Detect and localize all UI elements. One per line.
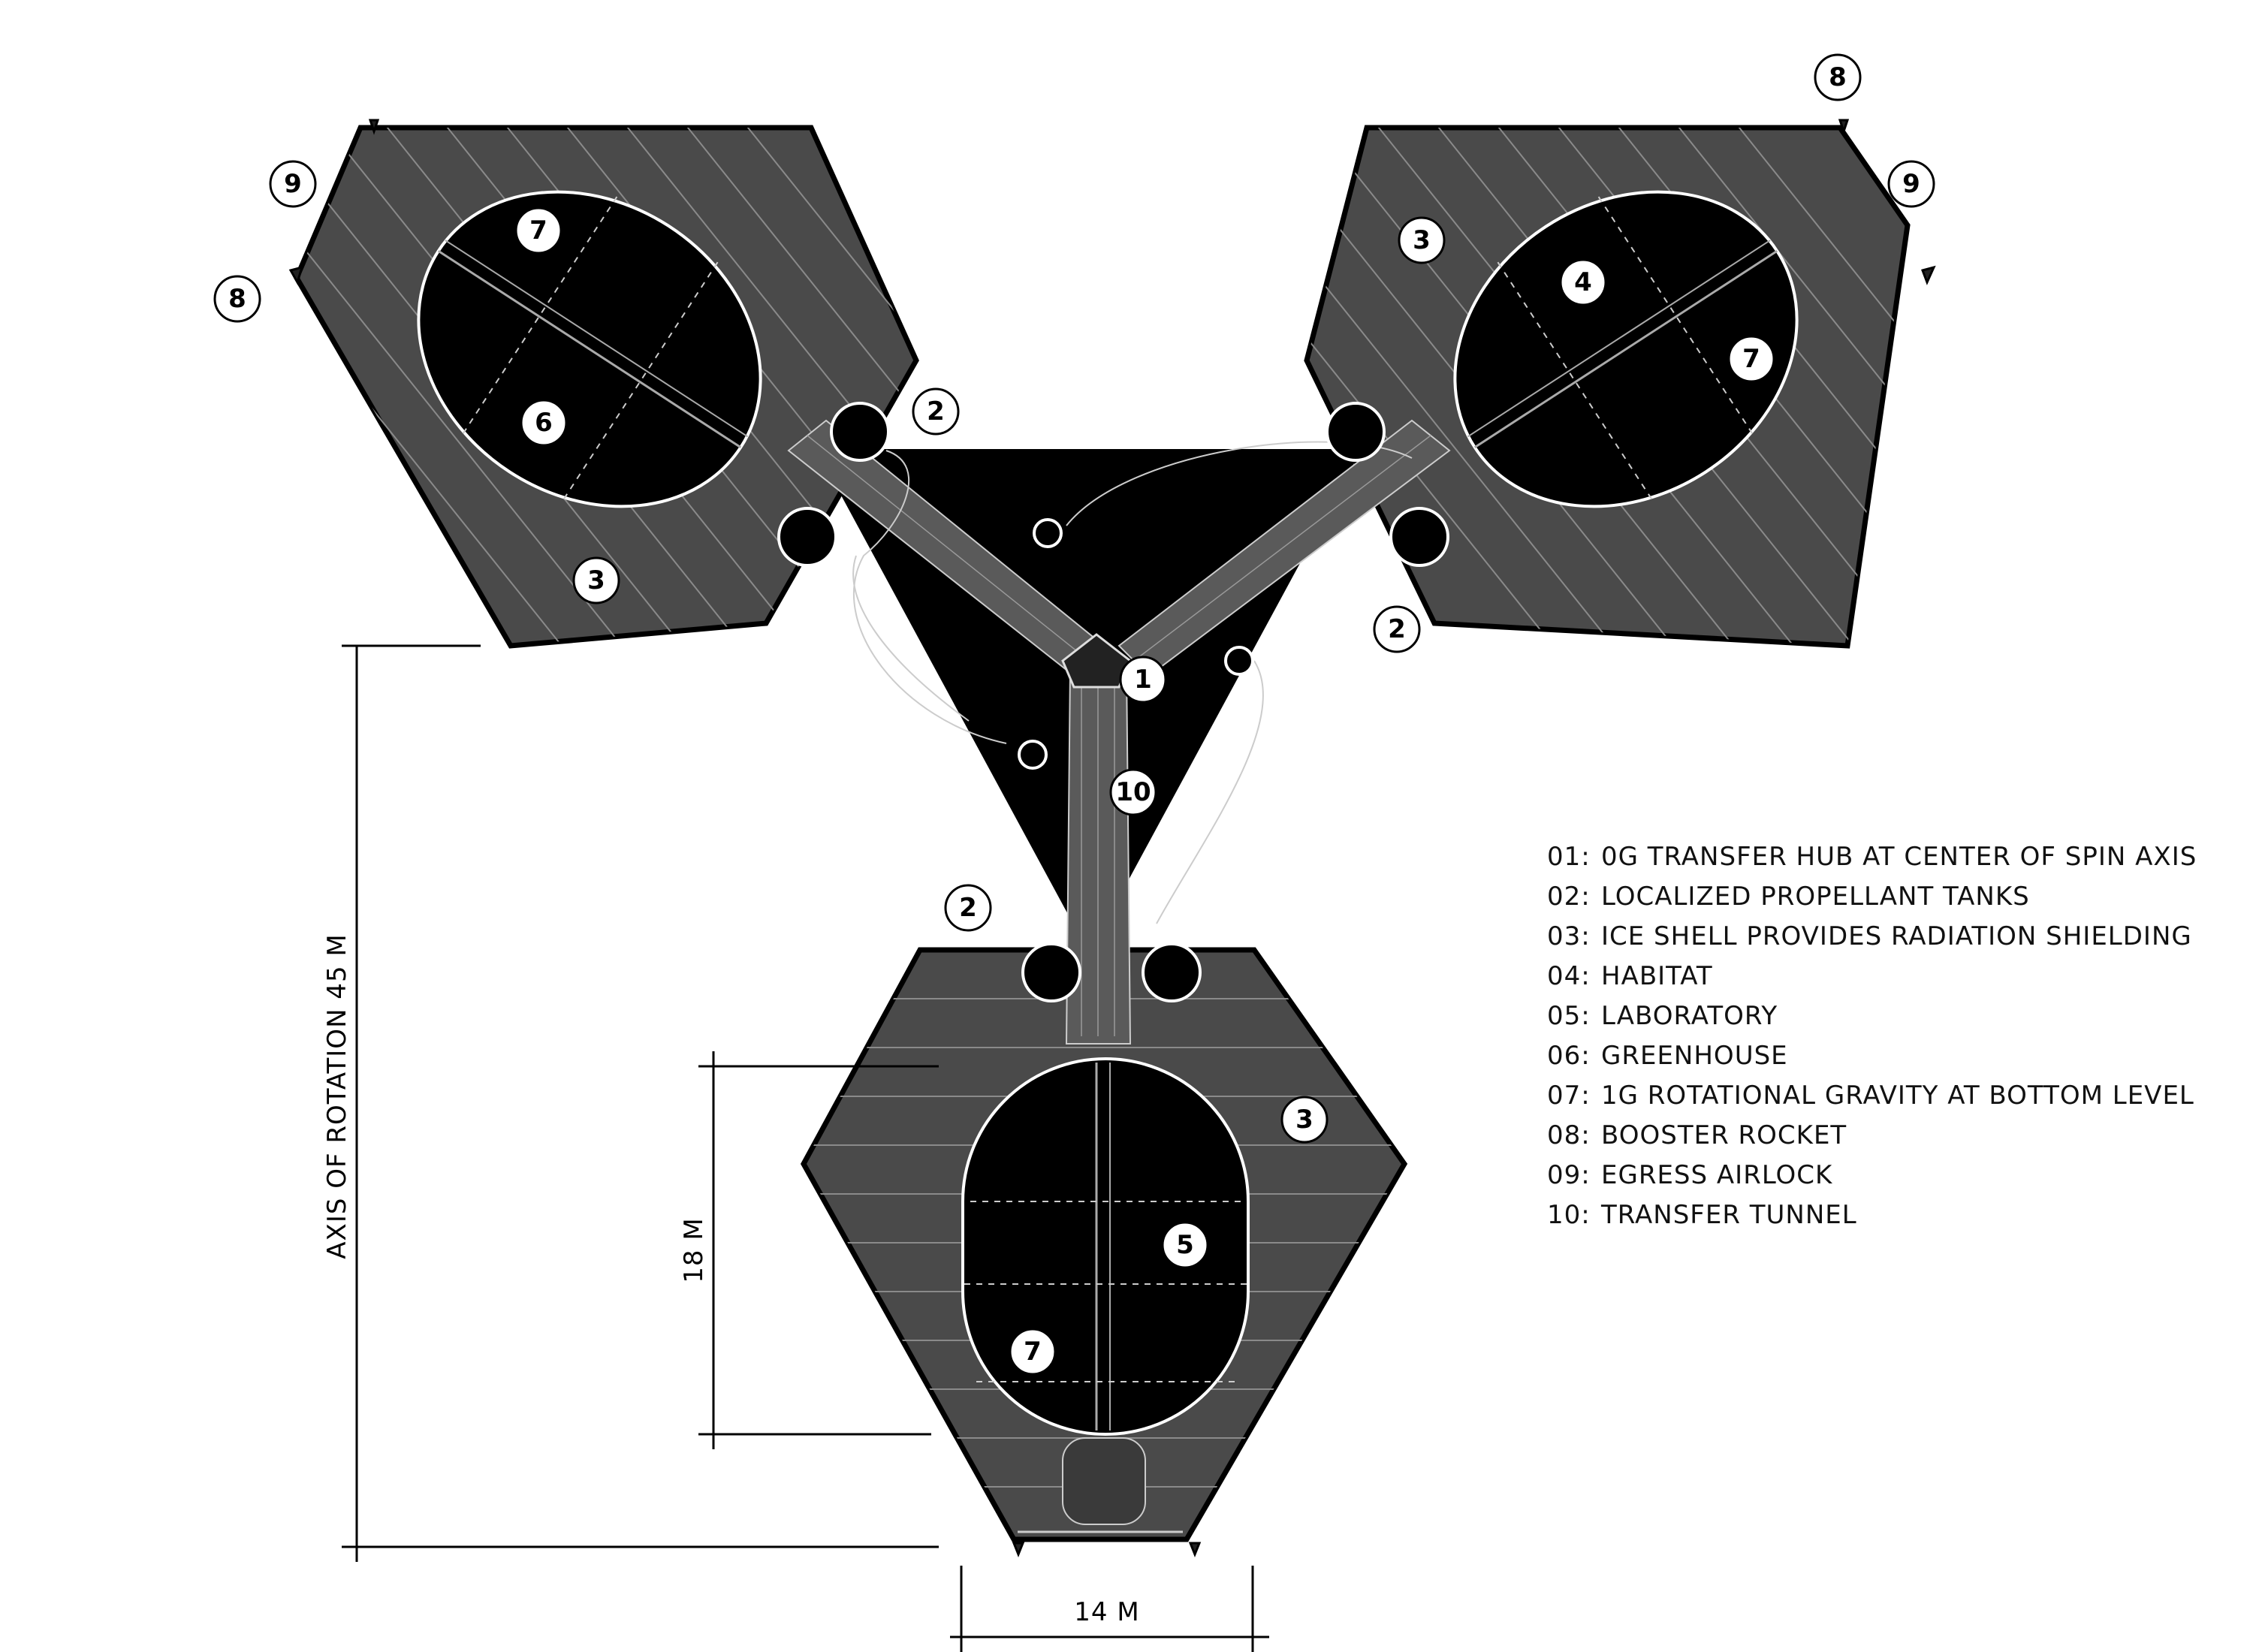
svg-text:3: 3: [1413, 225, 1431, 255]
svg-text:10: 10: [1115, 777, 1151, 807]
propellant-tank: [1142, 942, 1202, 1002]
callout-6: 6: [520, 399, 568, 447]
svg-text:7: 7: [529, 216, 547, 246]
legend-item: 04:HABITAT: [1547, 961, 1713, 991]
svg-text:7: 7: [1024, 1337, 1042, 1367]
callout-2-top-left: 2: [912, 387, 960, 436]
legend-item: 08:BOOSTER ROCKET: [1547, 1120, 1847, 1150]
propellant-tank: [1033, 518, 1063, 548]
callout-1: 1: [1119, 656, 1167, 704]
legend-item: 06:GREENHOUSE: [1547, 1041, 1788, 1071]
propellant-tank: [1224, 646, 1254, 676]
legend-item: 03:ICE SHELL PROVIDES RADIATION SHIELDIN…: [1547, 921, 2192, 951]
width-label: 14 M: [1074, 1597, 1139, 1627]
callout-7-top-right: 7: [1727, 335, 1775, 383]
svg-text:9: 9: [284, 169, 302, 199]
dimension-width: [950, 1566, 1269, 1652]
svg-text:3: 3: [1295, 1105, 1313, 1135]
legend-item: 01:0G TRANSFER HUB AT CENTER OF SPIN AXI…: [1547, 842, 2197, 872]
propellant-tank: [777, 507, 837, 567]
callout-3-bottom: 3: [1280, 1096, 1329, 1144]
callout-2-right: 2: [1373, 605, 1421, 653]
propellant-tank: [1326, 402, 1386, 462]
svg-text:3: 3: [587, 565, 605, 595]
svg-text:9: 9: [1902, 169, 1920, 199]
callout-3-top-right: 3: [1398, 216, 1446, 264]
module-top-right: [1304, 125, 1911, 649]
callout-9-left: 9: [269, 160, 317, 208]
propellant-tank: [1018, 740, 1048, 770]
callout-2-bottom: 2: [944, 884, 992, 932]
svg-text:2: 2: [1388, 614, 1406, 644]
dimension-axis-of-rotation: [342, 644, 939, 1562]
callout-10: 10: [1109, 768, 1157, 816]
module-top-left: [294, 125, 919, 649]
svg-text:8: 8: [1829, 62, 1847, 92]
legend: 01:0G TRANSFER HUB AT CENTER OF SPIN AXI…: [1547, 837, 2223, 1235]
svg-text:5: 5: [1176, 1230, 1194, 1260]
propellant-tank: [1021, 942, 1081, 1002]
callout-7-bottom: 7: [1009, 1328, 1057, 1376]
callout-7-top-left: 7: [514, 206, 562, 255]
svg-text:6: 6: [535, 408, 553, 438]
axis-of-rotation-label: AXIS OF ROTATION 45 M: [322, 933, 352, 1259]
callout-9-right: 9: [1887, 160, 1935, 208]
legend-item: 09:EGRESS AIRLOCK: [1547, 1160, 1833, 1190]
callout-3-top-left: 3: [572, 556, 620, 604]
legend-item: 05:LABORATORY: [1547, 1001, 1778, 1031]
legend-item: 10:TRANSFER TUNNEL: [1547, 1200, 1857, 1230]
svg-text:2: 2: [959, 893, 977, 923]
svg-text:4: 4: [1574, 267, 1592, 297]
svg-text:7: 7: [1742, 344, 1760, 374]
svg-text:1: 1: [1134, 665, 1152, 695]
propellant-tanks: [777, 402, 1449, 1002]
booster-rockets: [288, 119, 1936, 1558]
legend-item: 07:1G ROTATIONAL GRAVITY AT BOTTOM LEVEL: [1547, 1081, 2194, 1111]
height-label: 18 M: [679, 1217, 709, 1283]
callout-5: 5: [1161, 1221, 1209, 1269]
callout-8-right: 8: [1814, 53, 1862, 101]
propellant-tank: [1389, 507, 1449, 567]
module-bottom: [801, 947, 1408, 1542]
svg-text:2: 2: [927, 396, 945, 427]
propellant-tank: [830, 402, 890, 462]
svg-text:8: 8: [228, 284, 246, 314]
callout-4: 4: [1559, 258, 1607, 306]
callout-8-left: 8: [213, 275, 261, 323]
dimension-height: [698, 1051, 939, 1449]
legend-item: 02:LOCALIZED PROPELLANT TANKS: [1547, 882, 2030, 912]
